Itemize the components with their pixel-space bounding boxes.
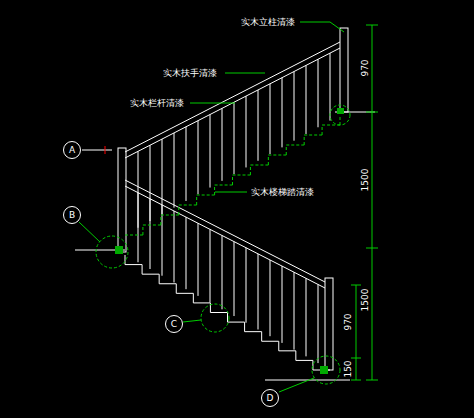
stroke — [125, 264, 142, 265]
stroke — [162, 139, 163, 214]
stroke — [270, 260, 271, 336]
stroke — [250, 165, 251, 175]
stroke — [142, 225, 143, 235]
stroke — [210, 115, 211, 188]
stroke — [282, 78, 283, 148]
stroke — [214, 185, 215, 195]
dimension-text: 1500 — [361, 169, 370, 192]
callout-letter: B — [69, 211, 75, 220]
stroke — [294, 272, 295, 349]
callout-circle: A — [63, 141, 81, 159]
stroke — [197, 195, 215, 196]
stroke — [296, 360, 313, 361]
stroke — [233, 175, 251, 176]
stroke — [250, 165, 268, 166]
stroke — [234, 102, 235, 174]
stroke — [318, 284, 319, 363]
stroke — [176, 293, 193, 294]
stroke — [246, 96, 247, 167]
stroke — [159, 274, 160, 284]
callout-circle: D — [261, 389, 279, 407]
stroke — [306, 65, 307, 134]
stroke — [304, 135, 322, 136]
stroke — [142, 265, 143, 275]
callout-letter: C — [171, 320, 177, 329]
stroke — [278, 341, 279, 351]
stroke — [222, 235, 223, 309]
stroke — [196, 195, 197, 205]
stroke — [210, 229, 211, 302]
stroke — [294, 72, 295, 141]
stroke — [176, 284, 177, 294]
stroke — [262, 341, 279, 342]
stroke — [186, 127, 187, 201]
stroke — [125, 235, 143, 236]
stroke — [186, 217, 187, 289]
stroke — [246, 248, 247, 323]
dimension-text: 1500 — [361, 289, 370, 312]
stroke — [174, 211, 175, 282]
stroke — [318, 59, 319, 127]
stroke — [258, 254, 259, 330]
stroke — [160, 215, 161, 225]
stroke — [159, 283, 176, 284]
stroke — [295, 351, 296, 361]
stroke — [306, 278, 307, 356]
stroke — [268, 155, 269, 165]
stroke — [198, 223, 199, 296]
stroke — [340, 115, 341, 125]
dimension-text: 970 — [344, 313, 353, 330]
stroke — [125, 255, 126, 265]
stroke — [198, 121, 199, 195]
dimension-text: 150 — [344, 360, 353, 377]
stroke — [179, 205, 197, 206]
stroke — [193, 293, 194, 303]
stroke — [228, 322, 245, 323]
stroke — [143, 225, 161, 226]
stroke — [322, 125, 340, 126]
stroke — [222, 108, 223, 180]
callout-letter: A — [69, 146, 75, 155]
stroke — [215, 185, 233, 186]
material-note: 实木扶手清漆 — [163, 69, 217, 78]
stroke — [161, 215, 179, 216]
stroke — [193, 302, 210, 303]
stroke — [174, 133, 175, 208]
stroke — [210, 312, 227, 313]
material-note: 实木楼梯踏清漆 — [251, 188, 314, 197]
stroke — [258, 90, 259, 161]
stroke — [150, 199, 151, 269]
stroke — [330, 53, 331, 120]
stroke — [282, 266, 283, 343]
stroke — [270, 84, 271, 154]
stroke — [286, 145, 304, 146]
stroke — [244, 322, 245, 332]
stroke — [178, 205, 179, 215]
callout-circle: B — [63, 206, 81, 224]
stroke — [232, 175, 233, 185]
stroke — [245, 331, 262, 332]
material-note: 实木立柱清漆 — [241, 18, 295, 27]
stroke — [234, 242, 235, 316]
stroke — [138, 193, 139, 263]
stroke — [142, 274, 159, 275]
stroke — [286, 145, 287, 155]
dimension-text: 970 — [361, 59, 370, 76]
stroke — [322, 125, 323, 135]
callout-letter: D — [267, 394, 274, 403]
callout-circle: C — [165, 315, 183, 333]
stroke — [279, 350, 296, 351]
stroke — [261, 332, 262, 342]
material-note: 实木栏杆清漆 — [130, 99, 184, 108]
stroke — [268, 155, 286, 156]
stroke — [227, 313, 228, 323]
stroke — [304, 135, 305, 145]
